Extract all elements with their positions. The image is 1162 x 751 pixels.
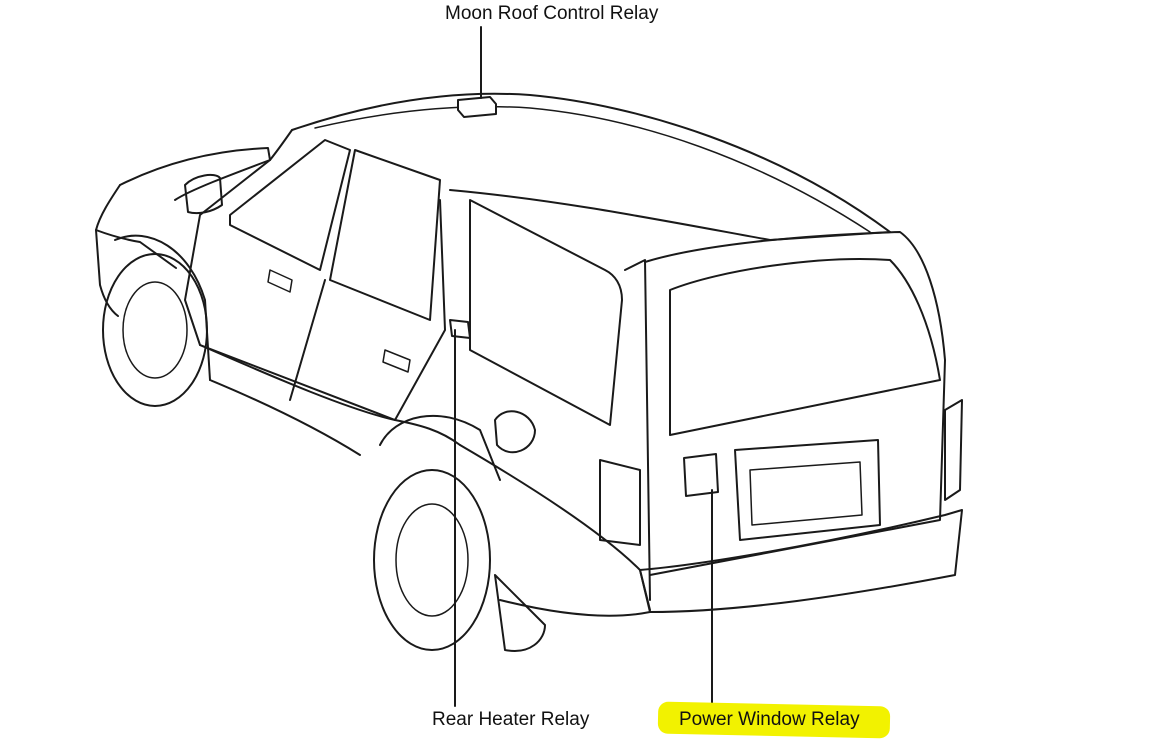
roof-left-edge: [269, 129, 293, 161]
rear-door-window: [329, 149, 441, 321]
roof-rail: [314, 105, 871, 233]
rear-side-panel: [459, 444, 651, 611]
roof-rear-edge: [449, 189, 891, 241]
tail-light-left: [599, 459, 641, 546]
body-side-lower: [199, 344, 461, 446]
license-plate-recess: [734, 439, 881, 541]
mud-flap: [494, 574, 546, 652]
rear-door-handle: [382, 349, 411, 373]
front-door-handle: [267, 269, 293, 293]
license-plate: [749, 461, 863, 526]
power-window-relay-label: Power Window Relay: [679, 709, 860, 730]
rear-window: [669, 258, 941, 436]
side-mirror: [184, 173, 223, 215]
front-fender: [95, 184, 121, 317]
front-wheel-arch: [114, 234, 211, 381]
front-wheel-hub: [122, 281, 188, 379]
front-wheel: [102, 253, 208, 407]
rear-door-edge: [394, 199, 446, 421]
front-door-edge: [289, 279, 326, 401]
rocker-panel: [209, 379, 361, 456]
body-side-top: [184, 159, 396, 421]
front-window: [229, 139, 351, 271]
liftgate: [644, 231, 946, 576]
fuel-door: [494, 410, 536, 454]
roof-outline: [291, 92, 891, 233]
rear-wheel: [373, 469, 491, 651]
rear-wheel-arch: [379, 414, 501, 481]
moon-roof-relay-box: [457, 96, 497, 118]
hood: [119, 147, 271, 201]
tail-light-right: [944, 399, 963, 501]
rear-bumper: [639, 509, 963, 613]
moon-roof-relay-label: Moon Roof Control Relay: [445, 3, 659, 24]
rear-body-corner: [624, 259, 651, 601]
rear-heater-relay-box: [449, 319, 471, 339]
rear-wheel-hub: [395, 503, 469, 617]
quarter-window: [469, 199, 623, 426]
power-window-relay-box: [683, 453, 719, 497]
rear-heater-relay-label: Rear Heater Relay: [432, 709, 590, 730]
bumper-lower-edge: [499, 599, 651, 617]
